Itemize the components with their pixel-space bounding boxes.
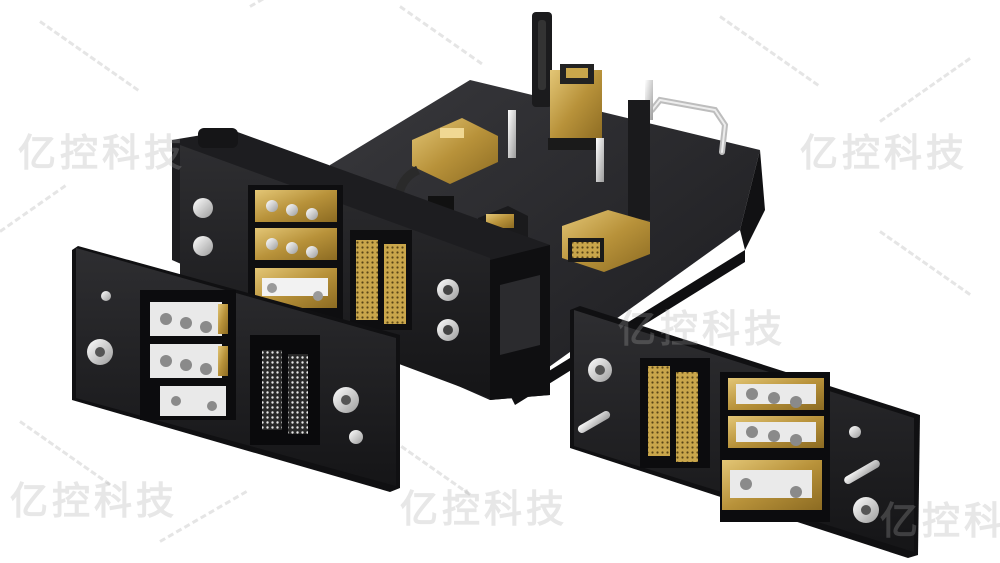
terminal-block xyxy=(255,190,337,222)
guide-posts xyxy=(508,80,653,220)
vertical-clamp xyxy=(532,12,552,107)
white-terminal-block xyxy=(150,302,228,336)
screw xyxy=(849,426,861,438)
rect-connector xyxy=(562,210,650,272)
pin-connector xyxy=(356,240,378,320)
pin-connector xyxy=(648,366,670,456)
terminal-block xyxy=(728,416,824,448)
terminal-block xyxy=(255,228,337,260)
pin-connector xyxy=(384,244,406,324)
right-front-panel xyxy=(570,306,920,558)
pin-connector xyxy=(288,354,308,434)
terminal-block xyxy=(722,460,822,510)
bolt xyxy=(193,236,213,256)
gold-connector-module xyxy=(548,64,604,150)
terminal-block xyxy=(728,378,824,410)
left-front-panel xyxy=(72,246,400,492)
guide-pin xyxy=(577,411,611,433)
bolt xyxy=(193,198,213,218)
guide-pin xyxy=(844,460,880,484)
terminal-block xyxy=(255,268,337,308)
screw xyxy=(349,430,363,444)
carry-handle xyxy=(649,96,729,155)
white-terminal-block xyxy=(150,344,228,378)
pin-connector xyxy=(262,350,282,430)
white-terminal-block xyxy=(160,386,226,416)
pin-connector xyxy=(676,372,698,462)
screw xyxy=(101,291,111,301)
